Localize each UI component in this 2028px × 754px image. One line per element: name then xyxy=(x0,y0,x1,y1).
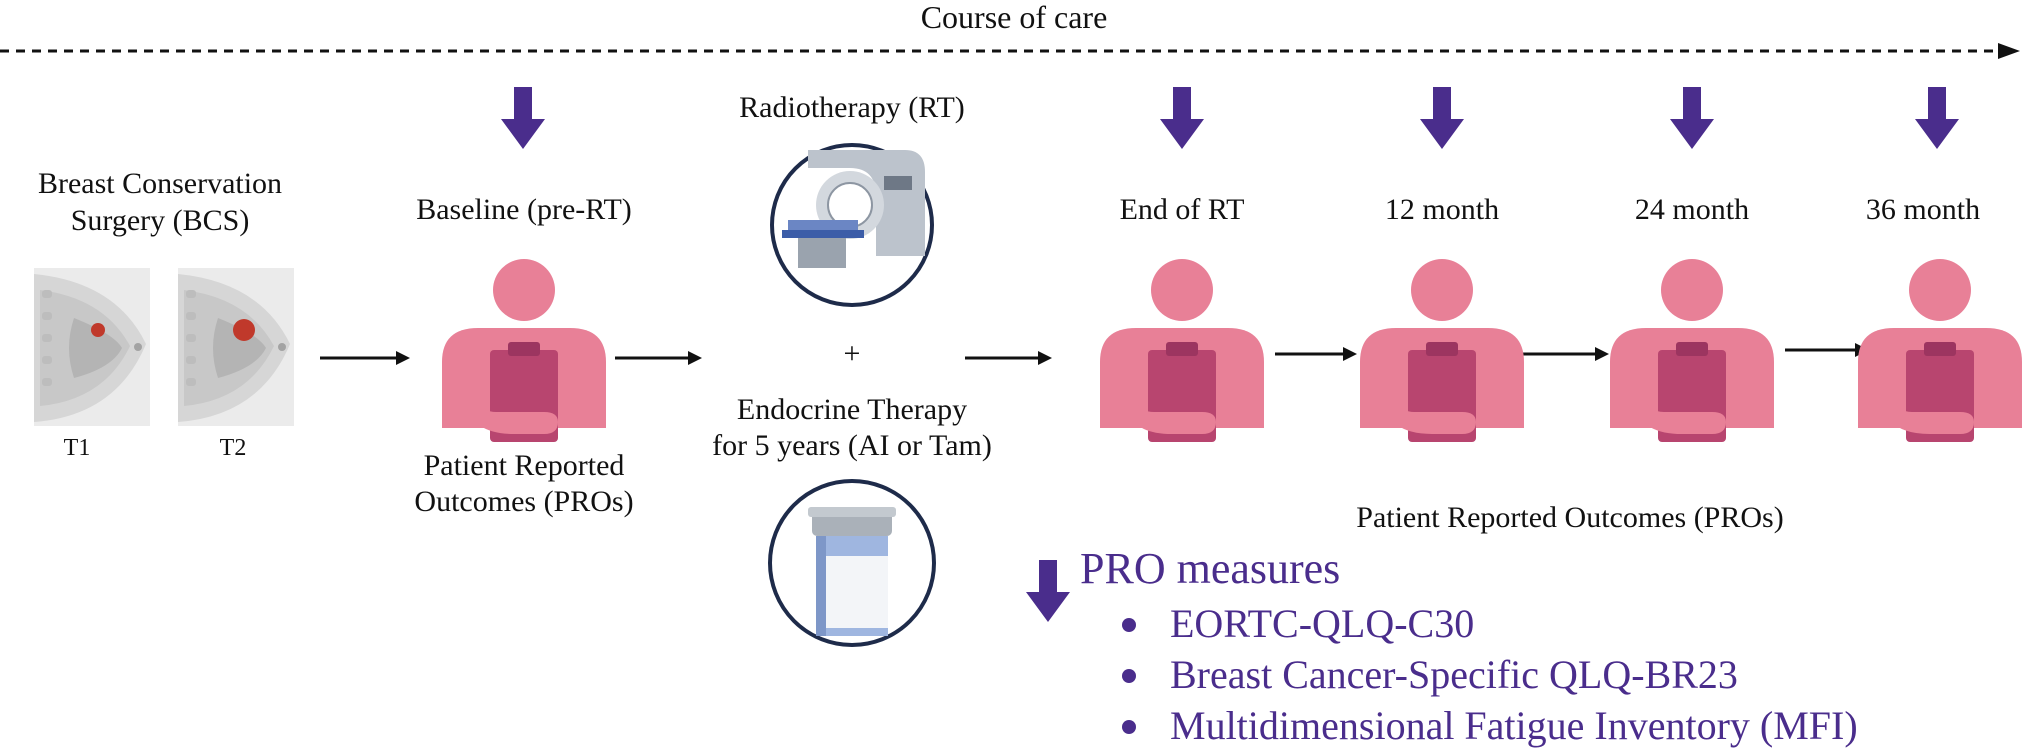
surgery-title-line2: Surgery (BCS) xyxy=(70,204,250,237)
pro-measures-down-arrow-icon xyxy=(1026,560,1070,622)
endocrine-line2: for 5 years (AI or Tam) xyxy=(712,429,992,462)
baseline-title: Baseline (pre-RT) xyxy=(416,193,632,226)
radiotherapy-label: Radiotherapy (RT) xyxy=(739,91,965,124)
endocrine-line1: Endocrine Therapy xyxy=(736,393,968,426)
bullet-icon xyxy=(1122,720,1136,734)
pro-measure-item: Breast Cancer-Specific QLQ-BR23 xyxy=(1170,652,1738,697)
end-rt-marker-down-arrow-icon xyxy=(1160,87,1204,149)
pill-bottle-icon xyxy=(768,479,936,647)
baseline-person-clipboard-icon xyxy=(442,259,606,442)
timepoint-12-month: 12 month xyxy=(1384,193,1500,226)
followup-pro-label: Patient Reported Outcomes (PROs) xyxy=(1356,501,1784,534)
baseline-pro-line2: Outcomes (PROs) xyxy=(414,485,634,518)
end-rt-person-clipboard-icon xyxy=(1100,259,1264,442)
baseline-marker-down-arrow-icon xyxy=(501,87,545,149)
timeline-arrowhead-icon xyxy=(1998,43,2020,59)
pro-measure-item: Multidimensional Fatigue Inventory (MFI) xyxy=(1170,703,1858,748)
baseline-pro-line1: Patient Reported xyxy=(423,449,625,482)
breast-t1-label: T1 xyxy=(63,435,91,461)
breast-t2-label: T2 xyxy=(219,435,247,461)
timepoint-end-rt: End of RT xyxy=(1119,193,1245,226)
timepoint-24-month: 24 month xyxy=(1634,193,1750,226)
24-month-person-clipboard-icon xyxy=(1610,259,1774,442)
pro-measures-title: PRO measures xyxy=(1080,544,1341,593)
36-month-person-clipboard-icon xyxy=(1858,259,2022,442)
breast-t1-icon xyxy=(34,268,150,426)
breast-t2-icon xyxy=(178,268,294,426)
pro-measure-item: EORTC-QLQ-C30 xyxy=(1170,601,1475,646)
linac-machine-icon xyxy=(770,143,934,307)
surgery-title-line1: Breast Conservation xyxy=(37,167,283,200)
plus-symbol: + xyxy=(843,337,861,370)
bullet-icon xyxy=(1122,618,1136,632)
36-month-marker-down-arrow-icon xyxy=(1915,87,1959,149)
course-of-care-title: Course of care xyxy=(920,0,1108,35)
timepoint-36-month: 36 month xyxy=(1865,193,1981,226)
24-month-marker-down-arrow-icon xyxy=(1670,87,1714,149)
bullet-icon xyxy=(1122,669,1136,683)
12-month-marker-down-arrow-icon xyxy=(1420,87,1464,149)
12-month-person-clipboard-icon xyxy=(1360,259,1524,442)
